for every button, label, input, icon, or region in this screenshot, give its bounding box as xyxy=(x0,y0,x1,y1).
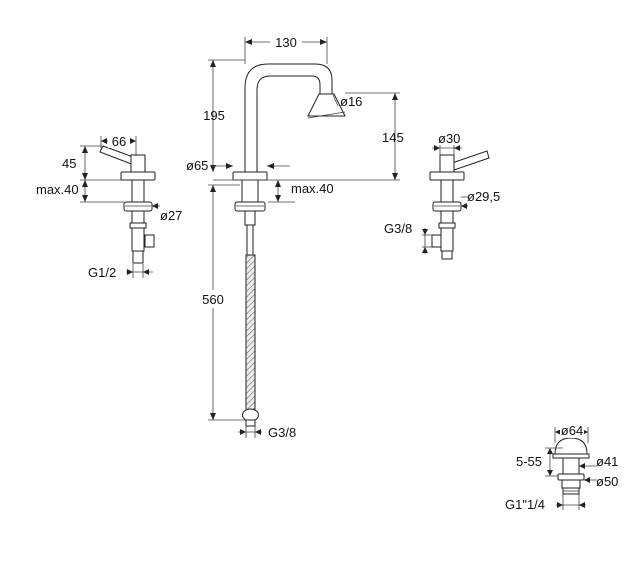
spout-width-label: 130 xyxy=(275,35,297,50)
hose-end-fitting xyxy=(242,408,259,422)
right-handle-body xyxy=(439,154,455,173)
spout-tube xyxy=(244,63,333,172)
right-thread-label: G3/8 xyxy=(384,221,412,236)
hose-length-label: 560 xyxy=(202,292,224,307)
base-diameter-label: ø65 xyxy=(186,158,208,173)
drain-height-label: 5-55 xyxy=(516,454,542,469)
right-handle-assembly: ø30 ø29,5 G3/8 xyxy=(384,131,500,260)
left-handle-assembly: 66 45 max.40 ø27 G1/2 xyxy=(36,132,182,280)
body-diameter-label: ø41 xyxy=(596,454,618,469)
drain-cap xyxy=(554,437,588,455)
drain-flange xyxy=(557,473,585,481)
right-side-outlet xyxy=(431,234,442,248)
spout-max-deck-label: max.40 xyxy=(291,181,334,196)
spout-assembly: 130 195 ø16 145 ø65 max.40 xyxy=(186,33,404,440)
lever-length-label: 66 xyxy=(112,134,126,149)
right-nut-diameter-label: ø29,5 xyxy=(467,189,500,204)
right-valve-body xyxy=(440,210,454,252)
left-handle-rosette xyxy=(120,171,156,181)
left-nut-diameter-label: ø27 xyxy=(160,208,182,223)
drain-thread-label: G1"1/4 xyxy=(505,497,545,512)
spout-nut xyxy=(234,201,266,212)
left-inlet xyxy=(132,250,144,264)
knob-diameter-label: ø30 xyxy=(438,131,460,146)
right-handle-rosette xyxy=(429,171,465,181)
spout-hose xyxy=(245,254,256,411)
flange-diameter-label: ø50 xyxy=(596,474,618,489)
cap-diameter-label: ø64 xyxy=(561,423,583,438)
outlet-height-label: 145 xyxy=(382,130,404,145)
spout-outlet xyxy=(307,93,346,117)
spout-body xyxy=(241,179,259,203)
right-lever xyxy=(451,150,490,171)
left-thread-label: G1/2 xyxy=(88,265,116,280)
spout-height-label: 195 xyxy=(203,108,225,123)
right-inlet xyxy=(441,250,453,260)
drain-assembly: ø64 5-55 ø41 ø50 G1"1/4 xyxy=(505,423,618,512)
spout-base xyxy=(232,171,268,181)
left-handle-nut xyxy=(123,201,153,212)
drain-body xyxy=(562,457,580,477)
lever-height-label: 45 xyxy=(62,156,76,171)
hose-connector xyxy=(246,224,254,256)
left-side-outlet xyxy=(144,234,155,248)
hose-thread-label: G3/8 xyxy=(268,425,296,440)
left-handle-body xyxy=(130,154,146,173)
left-valve-body xyxy=(131,210,145,252)
spout-shank xyxy=(244,210,256,226)
left-max-deck-label: max.40 xyxy=(36,182,79,197)
right-handle-nut xyxy=(432,201,462,212)
outlet-diameter-label: ø16 xyxy=(340,94,362,109)
